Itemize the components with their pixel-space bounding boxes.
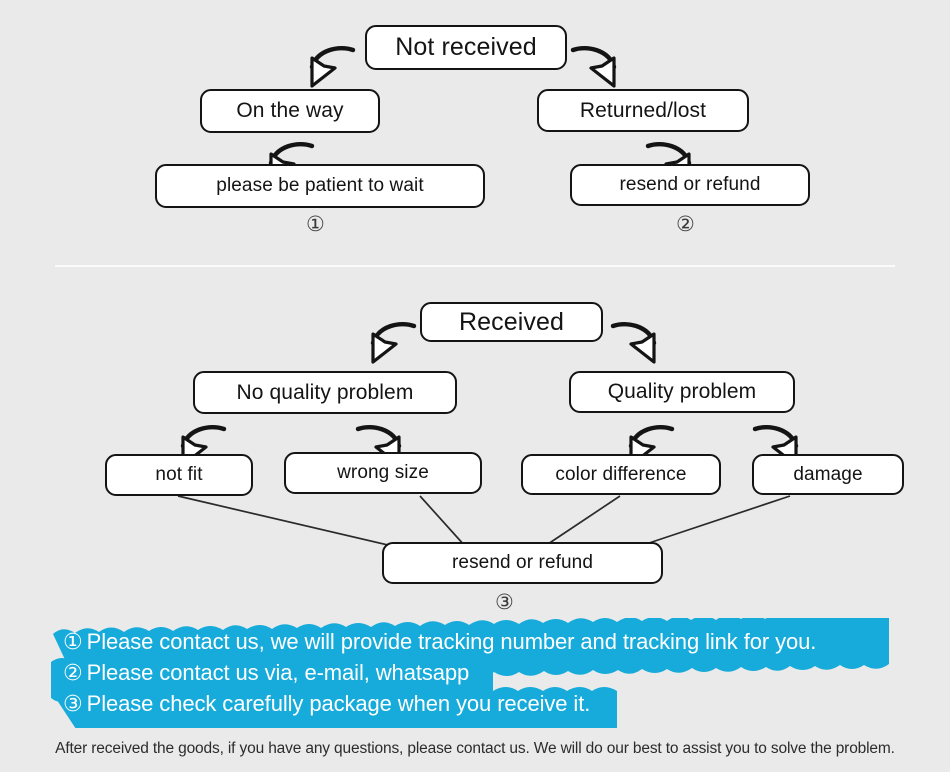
node-color-difference[interactable]: color difference <box>521 454 721 495</box>
footer-note: After received the goods, if you have an… <box>55 740 895 757</box>
highlighter-blob <box>51 618 889 728</box>
node-quality-problem[interactable]: Quality problem <box>569 371 795 413</box>
section-divider <box>55 265 895 267</box>
marker-1: ① <box>306 212 325 236</box>
arrow-not-received-to-on-the-way <box>312 48 353 86</box>
marker-3: ③ <box>495 590 514 614</box>
node-resend-or-refund-returned[interactable]: resend or refund <box>570 164 810 206</box>
highlight-row-3 <box>51 687 617 728</box>
node-returned-lost[interactable]: Returned/lost <box>537 89 749 132</box>
node-wrong-size[interactable]: wrong size <box>284 452 482 494</box>
note-text-1: Please contact us, we will provide track… <box>86 629 817 654</box>
note-marker-2: ② <box>63 661 83 686</box>
node-resend-or-refund-final[interactable]: resend or refund <box>382 542 663 584</box>
node-on-the-way[interactable]: On the way <box>200 89 380 133</box>
note-marker-3: ③ <box>63 692 83 717</box>
node-damage[interactable]: damage <box>752 454 904 495</box>
note-text-2: Please contact us via, e-mail, whatsapp <box>86 660 470 685</box>
node-no-quality-problem[interactable]: No quality problem <box>193 371 457 414</box>
note-marker-1: ① <box>63 630 83 655</box>
node-received[interactable]: Received <box>420 302 603 342</box>
converging-lines <box>177 495 791 547</box>
arrow-not-received-to-returned-lost <box>573 48 614 86</box>
note-text-3: Please check carefully package when you … <box>86 691 591 716</box>
node-please-be-patient-to-wait[interactable]: please be patient to wait <box>155 164 485 208</box>
arrow-received-to-no-quality <box>373 324 414 362</box>
arrow-received-to-quality <box>613 324 654 362</box>
marker-2: ② <box>676 212 695 236</box>
node-not-received[interactable]: Not received <box>365 25 567 70</box>
node-not-fit[interactable]: not fit <box>105 454 253 496</box>
